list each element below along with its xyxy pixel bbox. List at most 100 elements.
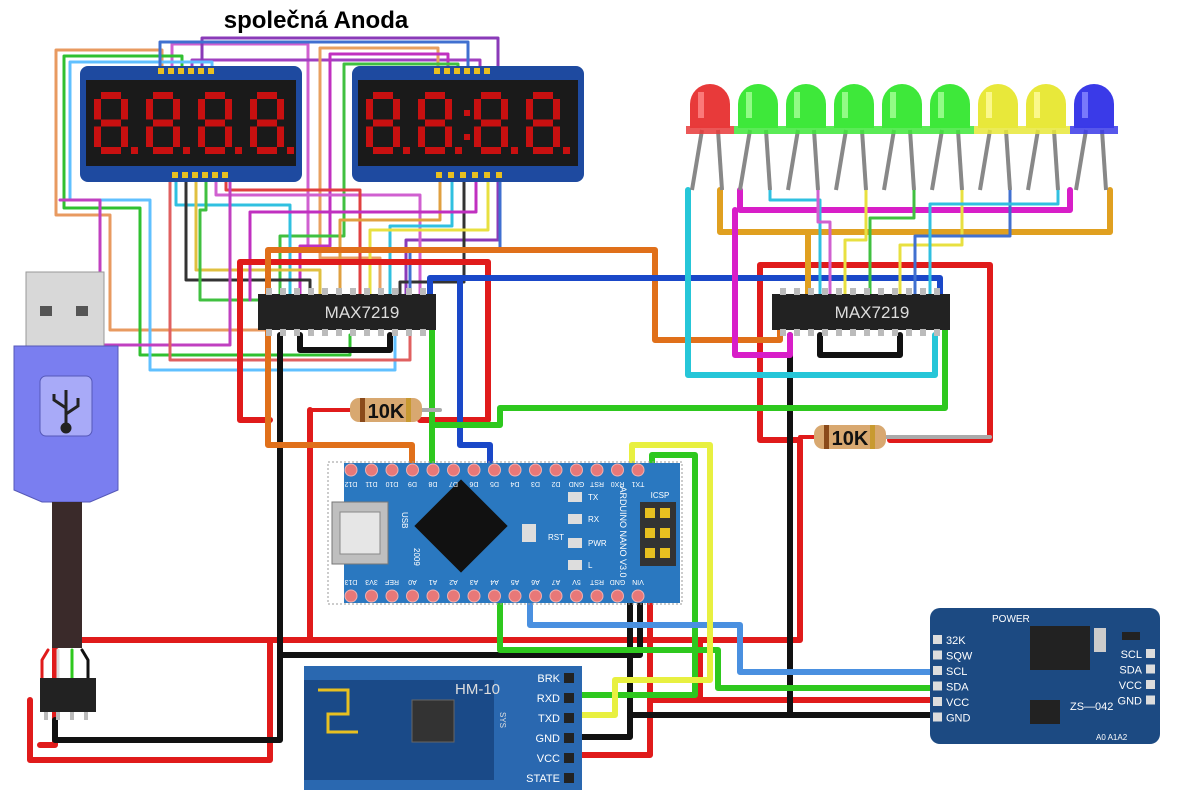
- nano-pin-bottom-ref: REF: [385, 578, 399, 603]
- wire-gnd-hm10: [567, 587, 633, 740]
- display-right-digit-3: [526, 92, 570, 154]
- nano-pin-bottom-d13: D13: [344, 578, 358, 603]
- nano-pin-bottom-a3: A3: [467, 578, 481, 603]
- nano-usb-label: USB: [400, 512, 409, 528]
- hm10-pin-label: TXD: [538, 713, 560, 725]
- nano-pin-top-d12: D12: [344, 463, 358, 487]
- nano-pin-top-label: RX0: [611, 480, 625, 487]
- hm10-pin-vcc: VCC: [537, 753, 574, 765]
- nano-pin-top-d10: D10: [385, 463, 399, 487]
- nano-pin-top-d2: D2: [549, 463, 563, 487]
- led-yellow-6: [974, 84, 1022, 191]
- wire-d9-green-right: [429, 327, 948, 428]
- wire-led-c7: [928, 188, 1060, 302]
- rtc-power: POWER: [992, 614, 1030, 625]
- display-right: [352, 66, 584, 182]
- nano-pin-bottom-a0: A0: [406, 578, 419, 603]
- nano-pin-top-d6: D6: [467, 463, 481, 487]
- wire-display-top-10: [158, 40, 470, 72]
- wire-led-cyan: [685, 187, 938, 378]
- wire-hm10-rxd-green: [567, 452, 698, 698]
- nano-pin-top-label: D12: [344, 480, 357, 487]
- display-left-digit-2: [198, 92, 242, 154]
- rtc-pin-label: SCL: [1121, 649, 1142, 661]
- wire-display-bot-6: [224, 176, 362, 302]
- led-green-4: [878, 84, 926, 191]
- resistor-right: 10K: [814, 425, 886, 450]
- diagram-title: společná Anoda: [224, 7, 409, 34]
- rtc-pin-label: 32K: [946, 635, 966, 647]
- wire-red-bottom: [27, 637, 273, 763]
- rtc-pin-left-vcc: VCC: [933, 697, 969, 709]
- nano-pin-bottom-label: A7: [552, 578, 561, 585]
- nano-pin-top-label: GND: [569, 480, 585, 487]
- hm10-pin-label: STATE: [526, 773, 560, 785]
- nano-rx-label: RX: [588, 515, 600, 524]
- rtc-pin-right-sda: SDA: [1119, 664, 1155, 677]
- rtc-model: ZS—042: [1070, 701, 1113, 713]
- wire-d8-blue-left: [427, 275, 463, 303]
- nano-pin-top-label: D4: [510, 480, 519, 487]
- rtc-addr: A0 A1A2: [1096, 733, 1128, 742]
- wire-d10-orange: [265, 247, 783, 473]
- hm10-pin-txd: TXD: [538, 713, 574, 725]
- nano-pin-top-d11: D11: [365, 463, 378, 487]
- wire-display-top-8: [298, 52, 450, 302]
- rtc-pin-label: SCL: [946, 666, 967, 678]
- nano-pin-bottom-a6: A6: [529, 578, 542, 603]
- wire-led-c2: [816, 188, 832, 302]
- rtc-pin-label: SDA: [946, 682, 969, 694]
- nano-pin-bottom-a4: A4: [488, 578, 501, 603]
- wire-led-c3: [843, 188, 868, 302]
- nano-pin-bottom-label: RST: [589, 578, 604, 585]
- rtc-pin-left-scl: SCL: [933, 666, 967, 678]
- max7219-left-label: MAX7219: [325, 303, 400, 322]
- nano-pin-bottom-label: A6: [531, 578, 540, 585]
- rtc-pin-label: GND: [1118, 696, 1143, 708]
- display-right-colon: [464, 110, 470, 140]
- rtc-pin-right-gnd: GND: [1118, 695, 1155, 708]
- nano-pin-top-rx0: RX0: [611, 463, 625, 487]
- wire-led-c1: [768, 188, 822, 302]
- nano-icsp-label: ICSP: [651, 491, 670, 500]
- led-green-2: [782, 84, 830, 191]
- wire-display-bot-3: [194, 176, 322, 302]
- nano-pin-top-d8: D8: [426, 463, 440, 487]
- nano-pin-bottom-a5: A5: [508, 578, 522, 603]
- wire-display-top-1: [54, 48, 272, 332]
- wire-display-bot-10: [248, 176, 478, 302]
- wire-red-hm10-vcc: [567, 697, 653, 758]
- hm10-pin-label: BRK: [537, 673, 560, 685]
- rtc-module: POWER ZS—042 A0 A1A2 32K SQW SCL SDA VCC GND S…: [930, 608, 1160, 744]
- usb-cable: [13, 271, 119, 720]
- nano-pin-top-label: D5: [490, 480, 499, 487]
- nano-pin-top-label: D8: [428, 480, 437, 487]
- nano-pin-top-label: D6: [469, 480, 478, 487]
- nano-rst-label: RST: [548, 533, 564, 542]
- nano-pin-bottom-a7: A7: [549, 578, 563, 603]
- rtc-pin-left-sda: SDA: [933, 681, 969, 694]
- nano-pin-bottom-5v: 5V: [570, 578, 583, 603]
- rtc-pin-label: SQW: [946, 651, 973, 663]
- hm10-sys: SYS: [498, 712, 507, 728]
- wire-display-top-6: [68, 60, 397, 372]
- nano-pin-top-gnd: GND: [569, 463, 585, 487]
- nano-pin-top-label: D10: [385, 480, 398, 487]
- wire-vcc-left-down: [237, 297, 273, 423]
- rtc-pin-label: VCC: [1119, 680, 1142, 692]
- rtc-pin-left-32k: 32K: [933, 635, 966, 647]
- nano-pin-bottom-label: A2: [449, 578, 458, 585]
- wire-led-gold-bus: [717, 187, 1113, 235]
- nano-pin-bottom-label: A4: [490, 578, 499, 585]
- hm10-pin-gnd: GND: [536, 733, 574, 745]
- hm10-pin-brk: BRK: [537, 673, 574, 685]
- wire-led-c6: [913, 188, 1012, 302]
- led-green-1: [734, 84, 782, 191]
- led-yellow-7: [1022, 84, 1070, 191]
- nano-pin-bottom-label: A1: [429, 578, 438, 585]
- resistor-right-label: 10K: [832, 428, 869, 450]
- display-left-digit-1: [146, 92, 190, 154]
